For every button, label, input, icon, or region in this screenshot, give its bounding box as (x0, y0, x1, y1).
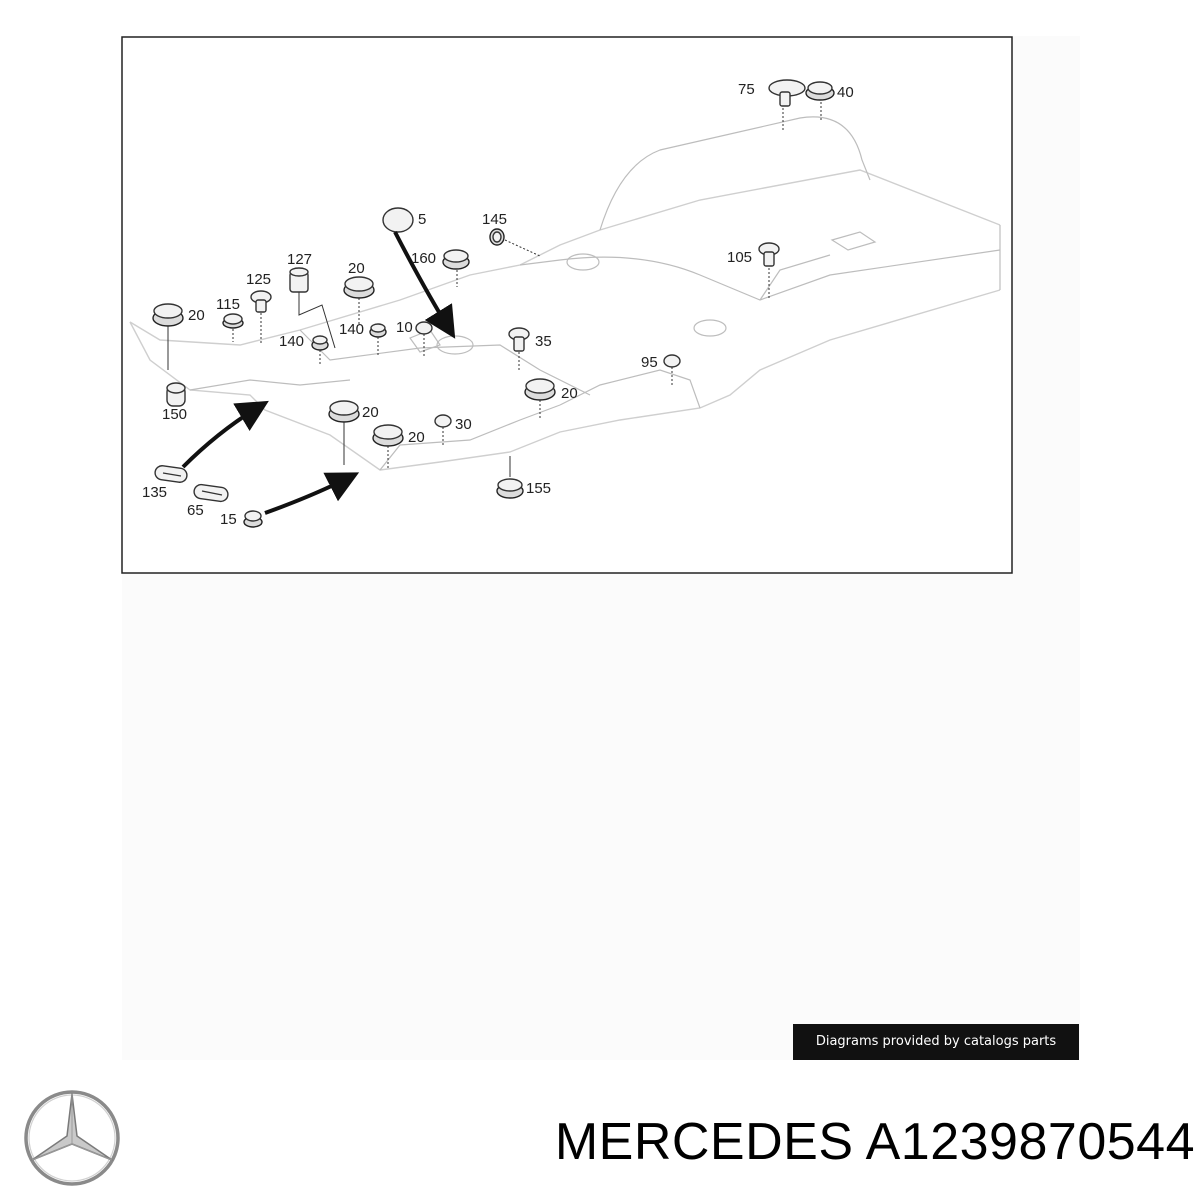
label-150: 150 (162, 406, 187, 423)
label-20: 20 (348, 260, 365, 277)
label-65: 65 (187, 502, 204, 519)
direction-arrows (181, 231, 456, 515)
label-20: 20 (188, 307, 205, 324)
label-105: 105 (727, 249, 752, 266)
part-20-plug-icon (328, 400, 360, 423)
brand-name: MERCEDES (554, 1113, 854, 1171)
part-105-clip-icon (758, 242, 780, 267)
part-160-plug-icon (442, 249, 470, 270)
part-labels: 75 40 5 145 160 105 127 125 20 115 20 14… (142, 81, 854, 528)
part-155-grommet-icon (496, 478, 524, 499)
part-5-plug-icon (382, 207, 414, 233)
part-number: A1239870544 (865, 1113, 1195, 1171)
leader-lines (167, 102, 822, 477)
part-140-plug-icon (311, 335, 329, 351)
part-15-plug-icon (243, 510, 263, 528)
label-30: 30 (455, 416, 472, 433)
part-20-plug-icon (524, 378, 556, 401)
underbody-panel-outline (129, 116, 1001, 471)
label-10: 10 (396, 319, 413, 336)
label-35: 35 (535, 333, 552, 350)
label-15: 15 (220, 511, 237, 528)
label-127: 127 (287, 251, 312, 268)
part-30-plug-icon (434, 414, 452, 428)
part-115-plug-icon (222, 313, 244, 329)
label-40: 40 (837, 84, 854, 101)
part-95-plug-icon (663, 354, 681, 368)
label-155: 155 (526, 480, 551, 497)
part-40-grommet-icon (805, 81, 835, 101)
label-135: 135 (142, 484, 167, 501)
label-20: 20 (561, 385, 578, 402)
part-20-plug-icon (343, 276, 375, 299)
label-115: 115 (216, 296, 240, 313)
label-125: 125 (246, 271, 271, 288)
part-10-plug-icon (415, 321, 433, 335)
part-75-clip-icon (768, 79, 806, 107)
part-135-plug-icon (154, 465, 188, 483)
mercedes-star-logo-icon (24, 1090, 120, 1186)
label-160: 160 (411, 250, 436, 267)
part-35-clip-icon (508, 327, 530, 352)
label-140: 140 (339, 321, 364, 338)
part-125-clip-icon (250, 290, 272, 313)
label-95: 95 (641, 354, 658, 371)
brand-part-title: MERCEDES A1239870544 (405, 1106, 1195, 1178)
label-75: 75 (738, 81, 755, 98)
label-145: 145 (482, 211, 507, 228)
part-20-plug-icon (372, 424, 404, 447)
part-150-cap-icon (166, 382, 186, 407)
part-127-cap-icon (289, 267, 309, 293)
part-20-plug-icon (152, 303, 184, 327)
part-140-plug-icon (369, 323, 387, 338)
diagram-frame (121, 36, 1013, 574)
part-145-grommet-icon (489, 228, 505, 246)
label-140: 140 (279, 333, 304, 350)
catalog-credit-banner: Diagrams provided by catalogs parts (793, 1024, 1079, 1060)
label-20: 20 (408, 429, 425, 446)
part-65-plug-icon (193, 483, 229, 503)
label-5: 5 (418, 211, 426, 228)
label-20: 20 (362, 404, 379, 421)
